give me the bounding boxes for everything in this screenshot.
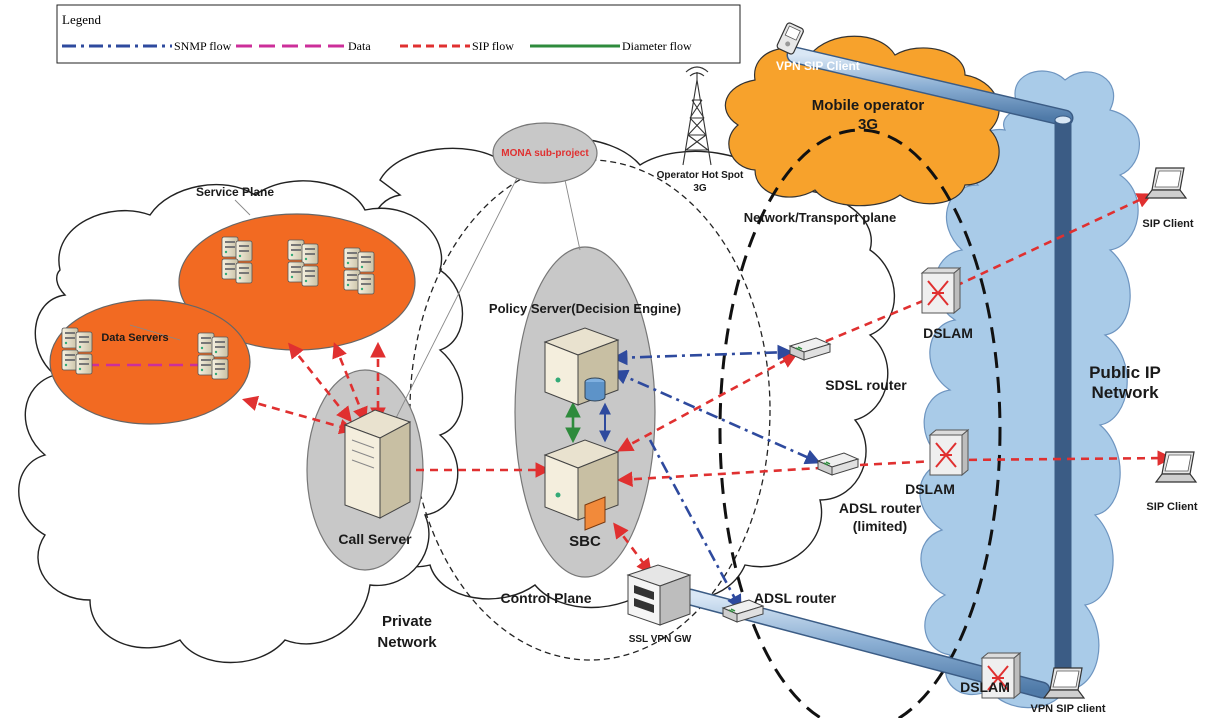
public-ip-network-label: Network bbox=[1091, 383, 1159, 402]
dslam-top-icon bbox=[921, 267, 961, 314]
legend-title: Legend bbox=[62, 12, 101, 27]
call-server-label: Call Server bbox=[338, 531, 412, 547]
dslam-top-label: DSLAM bbox=[923, 325, 973, 341]
public-ip-label: Public IP bbox=[1089, 363, 1161, 382]
dslam-bottom-label: DSLAM bbox=[960, 679, 1010, 695]
legend: Legend SNMP flow Data SIP flow Diameter … bbox=[56, 4, 741, 64]
connector-lines bbox=[129, 177, 581, 421]
vpn-sip-client-top-label: VPN SIP Client bbox=[776, 59, 860, 73]
dslam-mid-icon bbox=[929, 429, 969, 476]
private-network-label: Private bbox=[382, 613, 432, 630]
mona-label: MONA sub-project bbox=[501, 148, 589, 159]
policy-server-label: Policy Server(Decision Engine) bbox=[489, 301, 681, 316]
sip-client-top-laptop-icon bbox=[1145, 167, 1187, 199]
legend-label-data: Data bbox=[348, 39, 371, 53]
mobile-phone-icon bbox=[776, 22, 804, 55]
sdsl-router-label: SDSL router bbox=[825, 377, 907, 393]
hotspot-label: Operator Hot Spot bbox=[657, 170, 744, 181]
vpn-sip-client-bottom-label: VPN SIP client bbox=[1031, 703, 1106, 715]
ssl-vpn-gateway-icon bbox=[626, 564, 692, 626]
data-servers-ellipse bbox=[49, 299, 251, 425]
radio-tower-icon bbox=[682, 66, 712, 166]
mobile-operator-label: Mobile operator bbox=[812, 97, 925, 114]
ssl-vpn-gw-label: SSL VPN GW bbox=[629, 634, 692, 645]
adsl-router-limited-sub-label: (limited) bbox=[853, 518, 907, 534]
control-plane-label: Control Plane bbox=[500, 590, 591, 606]
adsl-router-limited-label: ADSL router bbox=[839, 500, 922, 516]
legend-label-snmp: SNMP flow bbox=[174, 39, 232, 53]
sbc-label: SBC bbox=[569, 533, 601, 550]
snmp-flows bbox=[611, 344, 821, 611]
call-server-icon bbox=[343, 409, 412, 519]
sip-client-mid-label: SIP Client bbox=[1146, 501, 1197, 513]
dslam-mid-label: DSLAM bbox=[905, 481, 955, 497]
mobile-operator-3g-label: 3G bbox=[858, 116, 878, 133]
sip-client-top-label: SIP Client bbox=[1142, 218, 1193, 230]
sip-client-mid-laptop-icon bbox=[1155, 451, 1197, 483]
legend-box bbox=[56, 4, 741, 64]
private-network-sub-label: Network bbox=[377, 634, 437, 651]
hotspot-3g-label: 3G bbox=[693, 183, 707, 194]
sip-flows bbox=[241, 193, 1174, 575]
data-servers-label: Data Servers bbox=[101, 332, 168, 344]
legend-label-diameter: Diameter flow bbox=[622, 39, 692, 53]
network-transport-plane-label: Network/Transport plane bbox=[744, 210, 896, 225]
adsl-router-label: ADSL router bbox=[754, 590, 837, 606]
mona-ellipse bbox=[492, 122, 598, 184]
policy-server-icon bbox=[543, 327, 620, 406]
service-plane-label: Service Plane bbox=[196, 185, 274, 199]
sbc-icon bbox=[543, 439, 620, 531]
legend-label-sip: SIP flow bbox=[472, 39, 514, 53]
